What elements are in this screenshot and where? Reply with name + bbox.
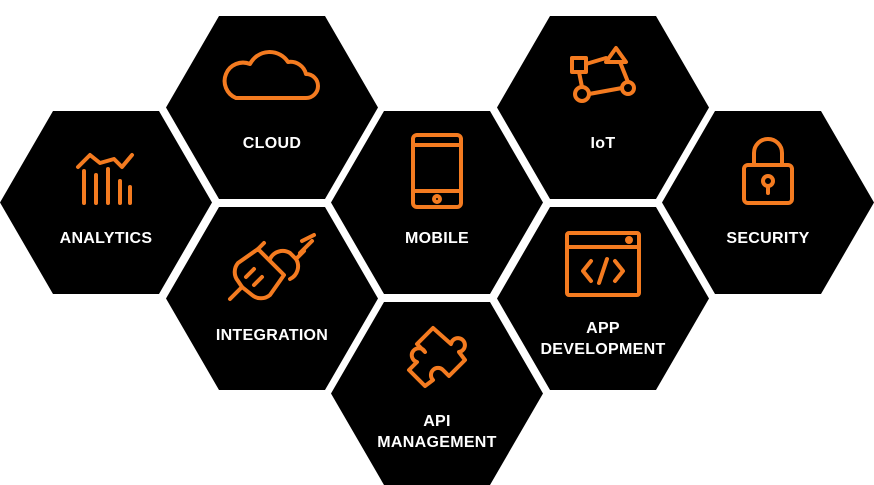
tile-label-api-management: API MANAGEMENT [377,413,497,451]
plug-connector-icon [224,229,320,305]
tile-label-analytics: ANALYTICS [59,230,153,247]
hex-tile-app-development: APP DEVELOPMENT [497,207,709,390]
hex-tile-mobile: MOBILE [331,111,543,294]
cloud-icon [222,42,322,106]
code-window-icon [563,227,643,299]
connected-nodes-icon [568,44,638,106]
bar-chart-trend-icon [70,141,142,213]
hex-tile-api-management: API MANAGEMENT [331,302,543,485]
tile-label-integration: INTEGRATION [215,327,329,344]
hex-tile-integration: INTEGRATION [166,207,378,390]
hex-tile-cloud: CLOUD [166,16,378,199]
tile-label-cloud: CLOUD [242,135,302,152]
tile-label-security: SECURITY [726,230,810,247]
hex-tile-analytics: ANALYTICS [0,111,212,294]
tile-label-app-development: APP DEVELOPMENT [540,320,666,358]
hex-tile-iot: IoT [497,16,709,199]
puzzle-piece-icon [403,322,471,390]
tile-label-mobile: MOBILE [404,230,470,247]
padlock-icon [738,133,798,207]
smartphone-icon [409,131,465,211]
tile-label-iot: IoT [590,135,616,152]
hex-tile-security: SECURITY [662,111,874,294]
